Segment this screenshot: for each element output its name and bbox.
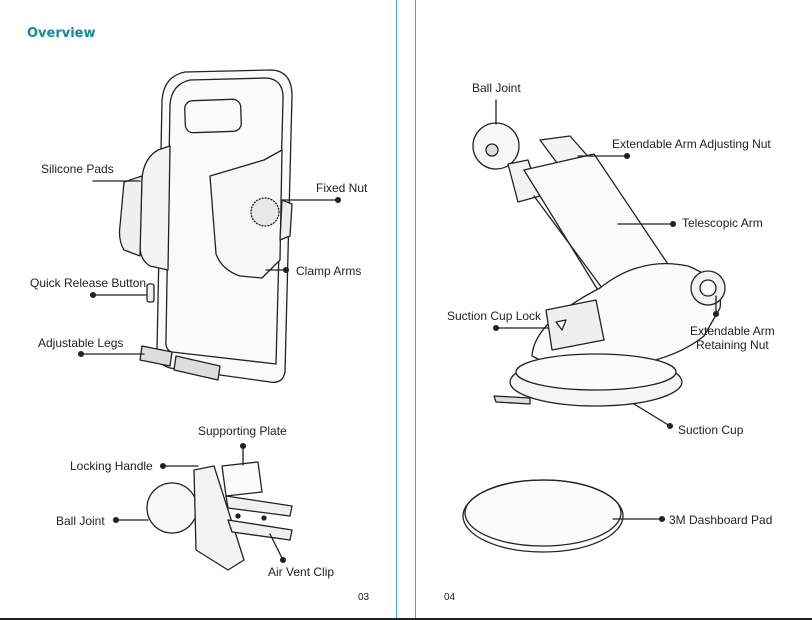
label-suction-cup: Suction Cup [678,423,743,437]
label-extendable-arm-adjusting-nut: Extendable Arm Adjusting Nut [612,137,771,151]
label-locking-handle: Locking Handle [70,459,153,473]
label-ball-joint-left: Ball Joint [56,514,105,528]
suction-mount-illustration [473,123,725,406]
label-extendable-arm-retaining-nut-line2: Retaining Nut [696,338,769,352]
page-number-right: 04 [444,592,455,603]
label-adjustable-legs: Adjustable Legs [38,336,123,350]
label-suction-cup-lock: Suction Cup Lock [447,309,541,323]
page-number-left: 03 [358,592,369,603]
label-quick-release-button: Quick Release Button [30,276,146,290]
label-3m-dashboard-pad: 3M Dashboard Pad [669,513,772,527]
label-silicone-pads: Silicone Pads [41,162,114,176]
label-telescopic-arm: Telescopic Arm [682,216,763,230]
label-ball-joint-right: Ball Joint [472,81,521,95]
label-air-vent-clip: Air Vent Clip [268,565,334,579]
phone-holder-illustration [120,70,293,382]
label-supporting-plate: Supporting Plate [198,424,287,438]
label-extendable-arm-retaining-nut-line1: Extendable Arm [690,324,775,338]
dashboard-pad-illustration [463,480,664,552]
air-vent-clip-illustration [147,462,292,570]
label-fixed-nut: Fixed Nut [316,181,367,195]
label-clamp-arms: Clamp Arms [296,264,361,278]
